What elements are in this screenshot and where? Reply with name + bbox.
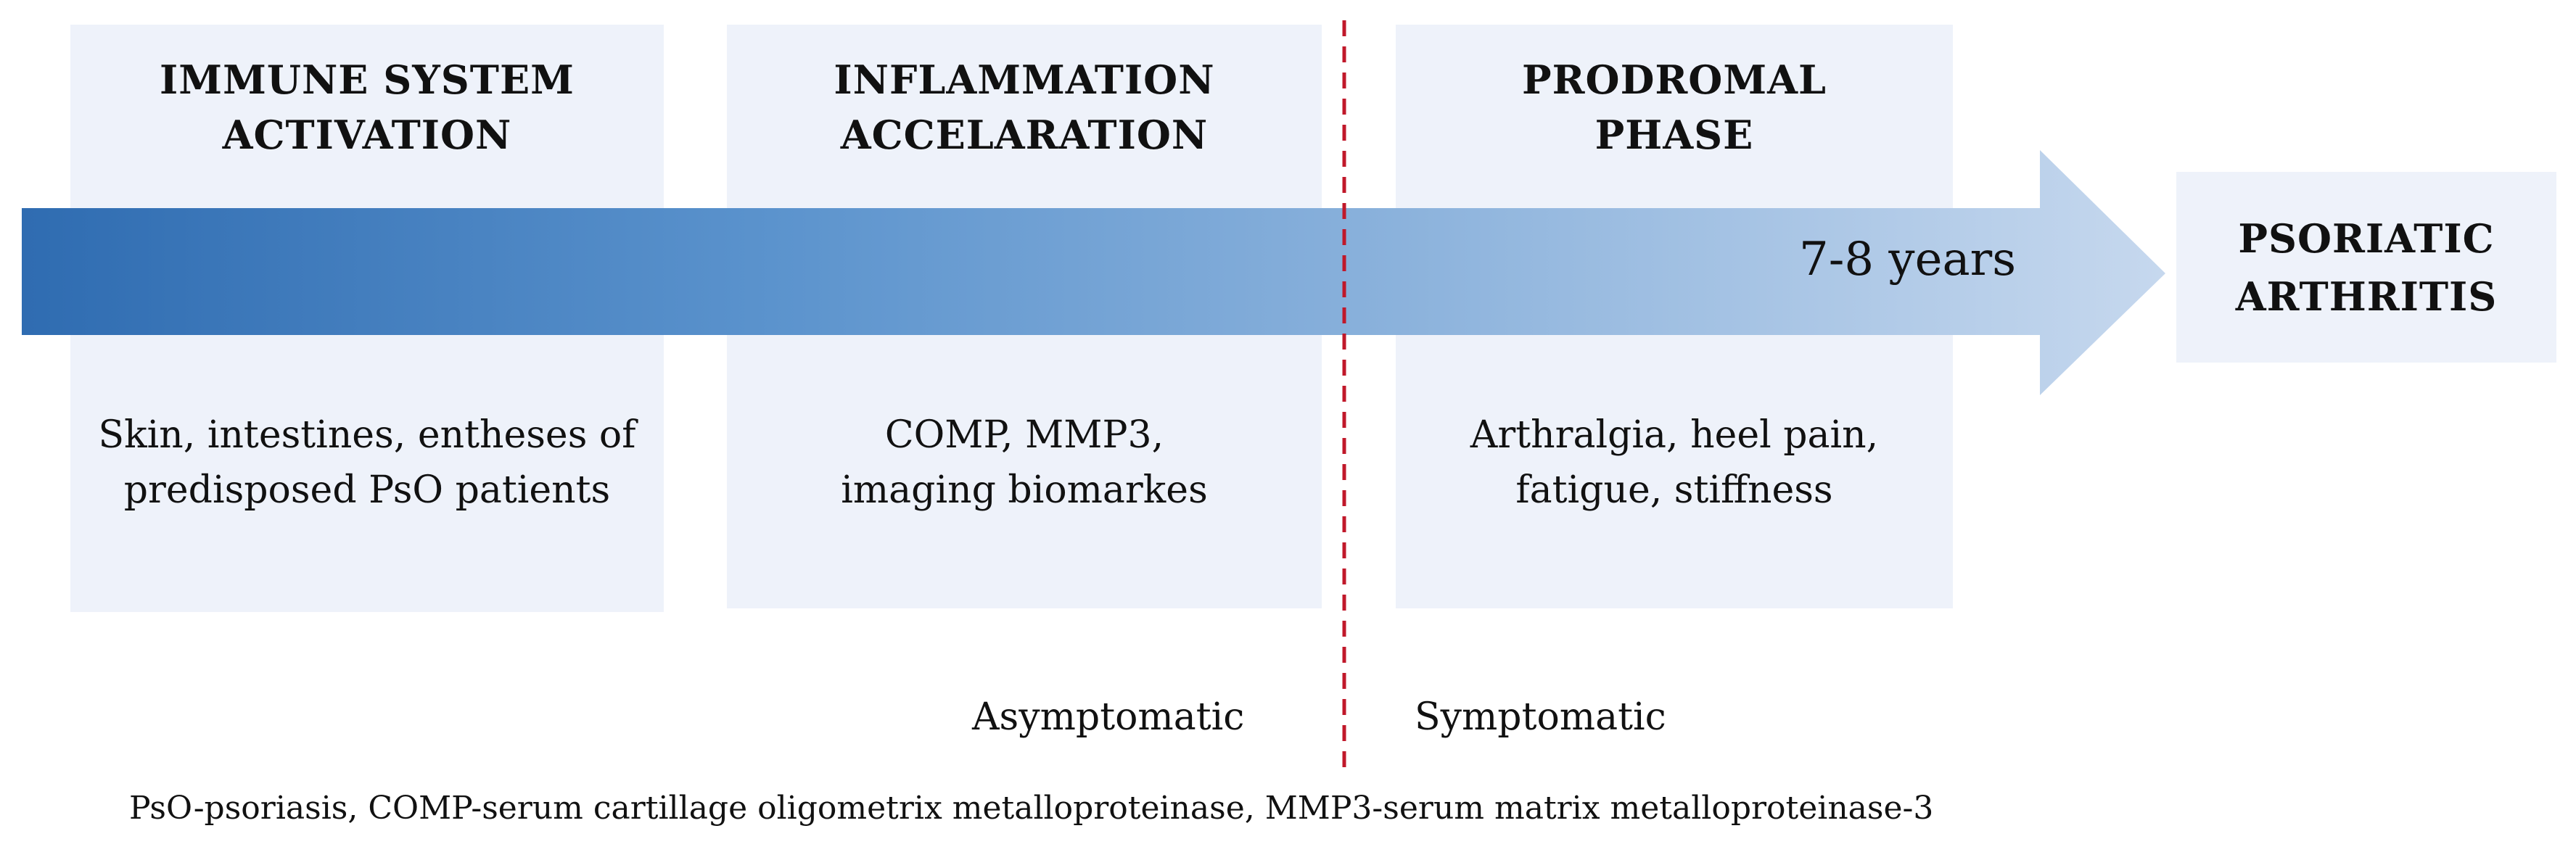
outcome-line: PSORIATIC <box>2238 215 2495 262</box>
phase-body-line: fatigue, stiffness <box>1515 468 1833 512</box>
phase-body: Arthralgia, heel pain, fatigue, stiffnes… <box>1396 408 1953 518</box>
phase-body: Skin, intestines, entheses of predispose… <box>70 408 664 518</box>
phase-title: PRODROMAL PHASE <box>1396 52 1953 162</box>
outcome-box: PSORIATIC ARTHRITIS <box>2176 172 2556 363</box>
phase-body-line: Arthralgia, heel pain, <box>1470 413 1879 457</box>
phase-body-line: Skin, intestines, entheses of <box>98 413 636 457</box>
asymptomatic-label: Asymptomatic <box>972 695 1245 739</box>
phase-title: INFLAMMATION ACCELARATION <box>727 52 1322 162</box>
phase-body-line: predisposed PsO patients <box>123 468 611 512</box>
phase-title: IMMUNE SYSTEM ACTIVATION <box>70 52 664 162</box>
phase-title-line: PHASE <box>1594 112 1754 158</box>
duration-label: 7-8 years <box>1799 233 2017 286</box>
phase-body: COMP, MMP3, imaging biomarkes <box>727 408 1322 518</box>
phase-title-line: ACTIVATION <box>222 112 512 158</box>
phase-title-line: IMMUNE SYSTEM <box>160 57 575 103</box>
phase-title-line: INFLAMMATION <box>834 57 1215 103</box>
phase-title-line: PRODROMAL <box>1522 57 1827 103</box>
phase-body-line: COMP, MMP3, <box>884 413 1164 457</box>
phase-title-line: ACCELARATION <box>840 112 1209 158</box>
footnote: PsO-psoriasis, COMP-serum cartillage oli… <box>129 790 1934 827</box>
outcome-line: ARTHRITIS <box>2235 273 2498 320</box>
phase-body-line: imaging biomarkes <box>841 468 1208 512</box>
symptomatic-label: Symptomatic <box>1415 695 1666 739</box>
timeline-arrow-shape <box>22 150 2165 395</box>
